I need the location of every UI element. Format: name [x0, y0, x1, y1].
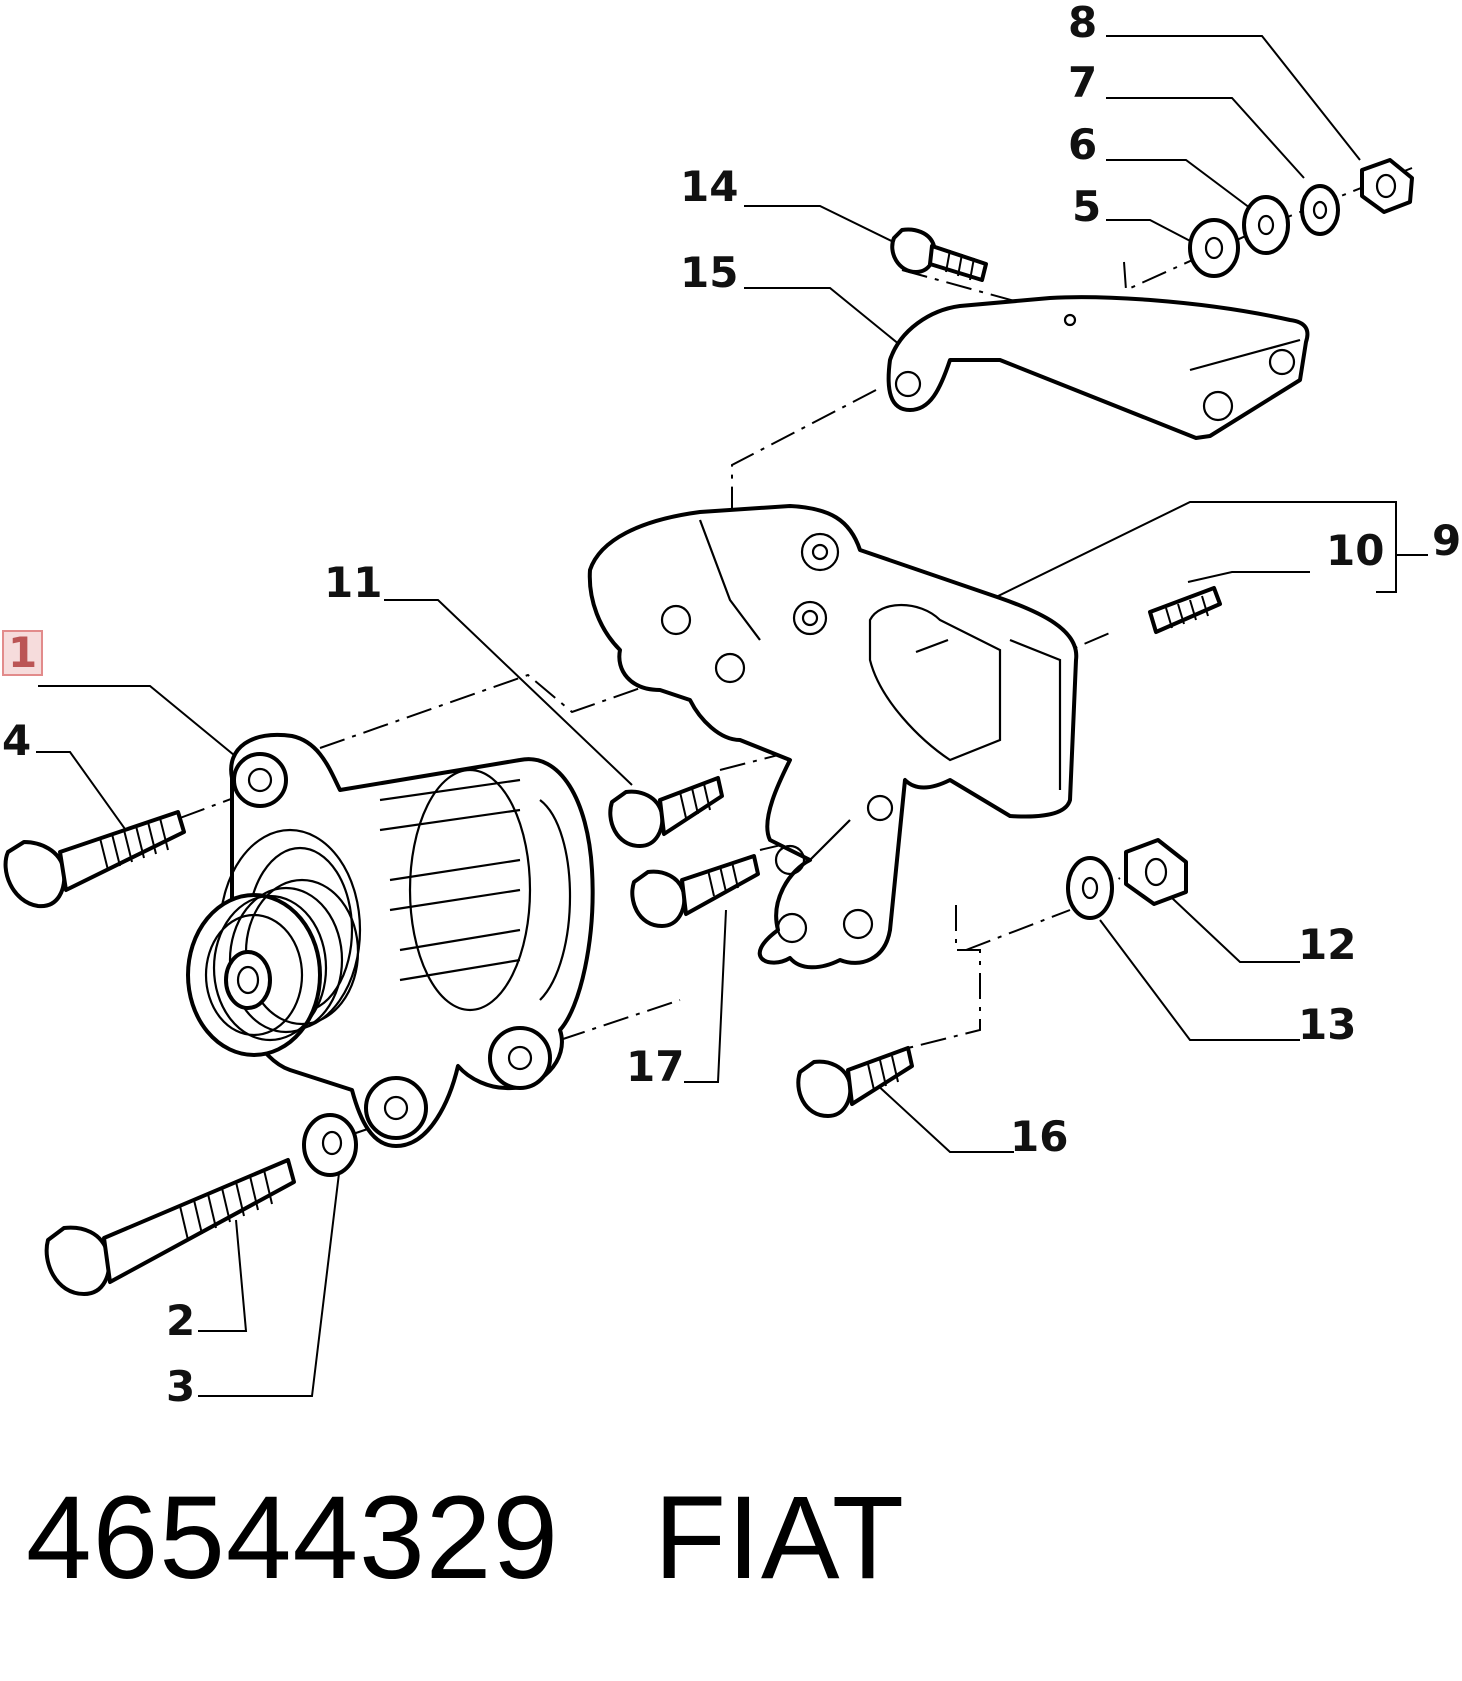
callout-9[interactable]: 9	[1432, 516, 1462, 565]
nut-12	[1124, 838, 1188, 906]
callout-14[interactable]: 14	[680, 162, 739, 211]
callout-15[interactable]: 15	[680, 248, 739, 297]
washer-13	[1066, 856, 1114, 920]
callout-16[interactable]: 16	[1010, 1112, 1069, 1161]
stud-10	[1148, 586, 1222, 634]
callout-2[interactable]: 2	[166, 1296, 196, 1345]
callout-7[interactable]: 7	[1068, 58, 1098, 107]
alternator	[186, 732, 595, 1148]
callout-8[interactable]: 8	[1068, 0, 1098, 47]
callout-11[interactable]: 11	[324, 558, 383, 607]
callout-10[interactable]: 10	[1326, 526, 1385, 575]
callout-4[interactable]: 4	[2, 716, 32, 765]
bolt-11	[608, 776, 724, 848]
callout-5[interactable]: 5	[1072, 182, 1102, 231]
bolt-2	[44, 1158, 296, 1296]
leader-lines	[36, 35, 1428, 1397]
callout-1[interactable]: 1	[2, 630, 44, 676]
nut-8	[1360, 158, 1414, 214]
bolt-14	[890, 227, 988, 282]
washer-3	[302, 1113, 358, 1177]
brand-name: FIAT	[654, 1472, 905, 1604]
callout-3[interactable]: 3	[166, 1362, 196, 1411]
bolt-4	[3, 810, 186, 909]
upper-support-bracket	[886, 295, 1310, 440]
callout-13[interactable]: 13	[1298, 1000, 1357, 1049]
bolt-17	[630, 854, 760, 928]
washer-6	[1242, 195, 1290, 255]
callout-12[interactable]: 12	[1298, 920, 1357, 969]
part-number: 46544329	[26, 1472, 560, 1604]
spring-washer-7	[1300, 184, 1340, 236]
callout-17[interactable]: 17	[626, 1042, 685, 1091]
footer-caption: 46544329 FIAT	[26, 1470, 905, 1606]
callout-6[interactable]: 6	[1068, 120, 1098, 169]
washer-5	[1188, 218, 1240, 278]
bolt-16	[796, 1046, 914, 1118]
mounting-bracket	[587, 504, 1079, 970]
